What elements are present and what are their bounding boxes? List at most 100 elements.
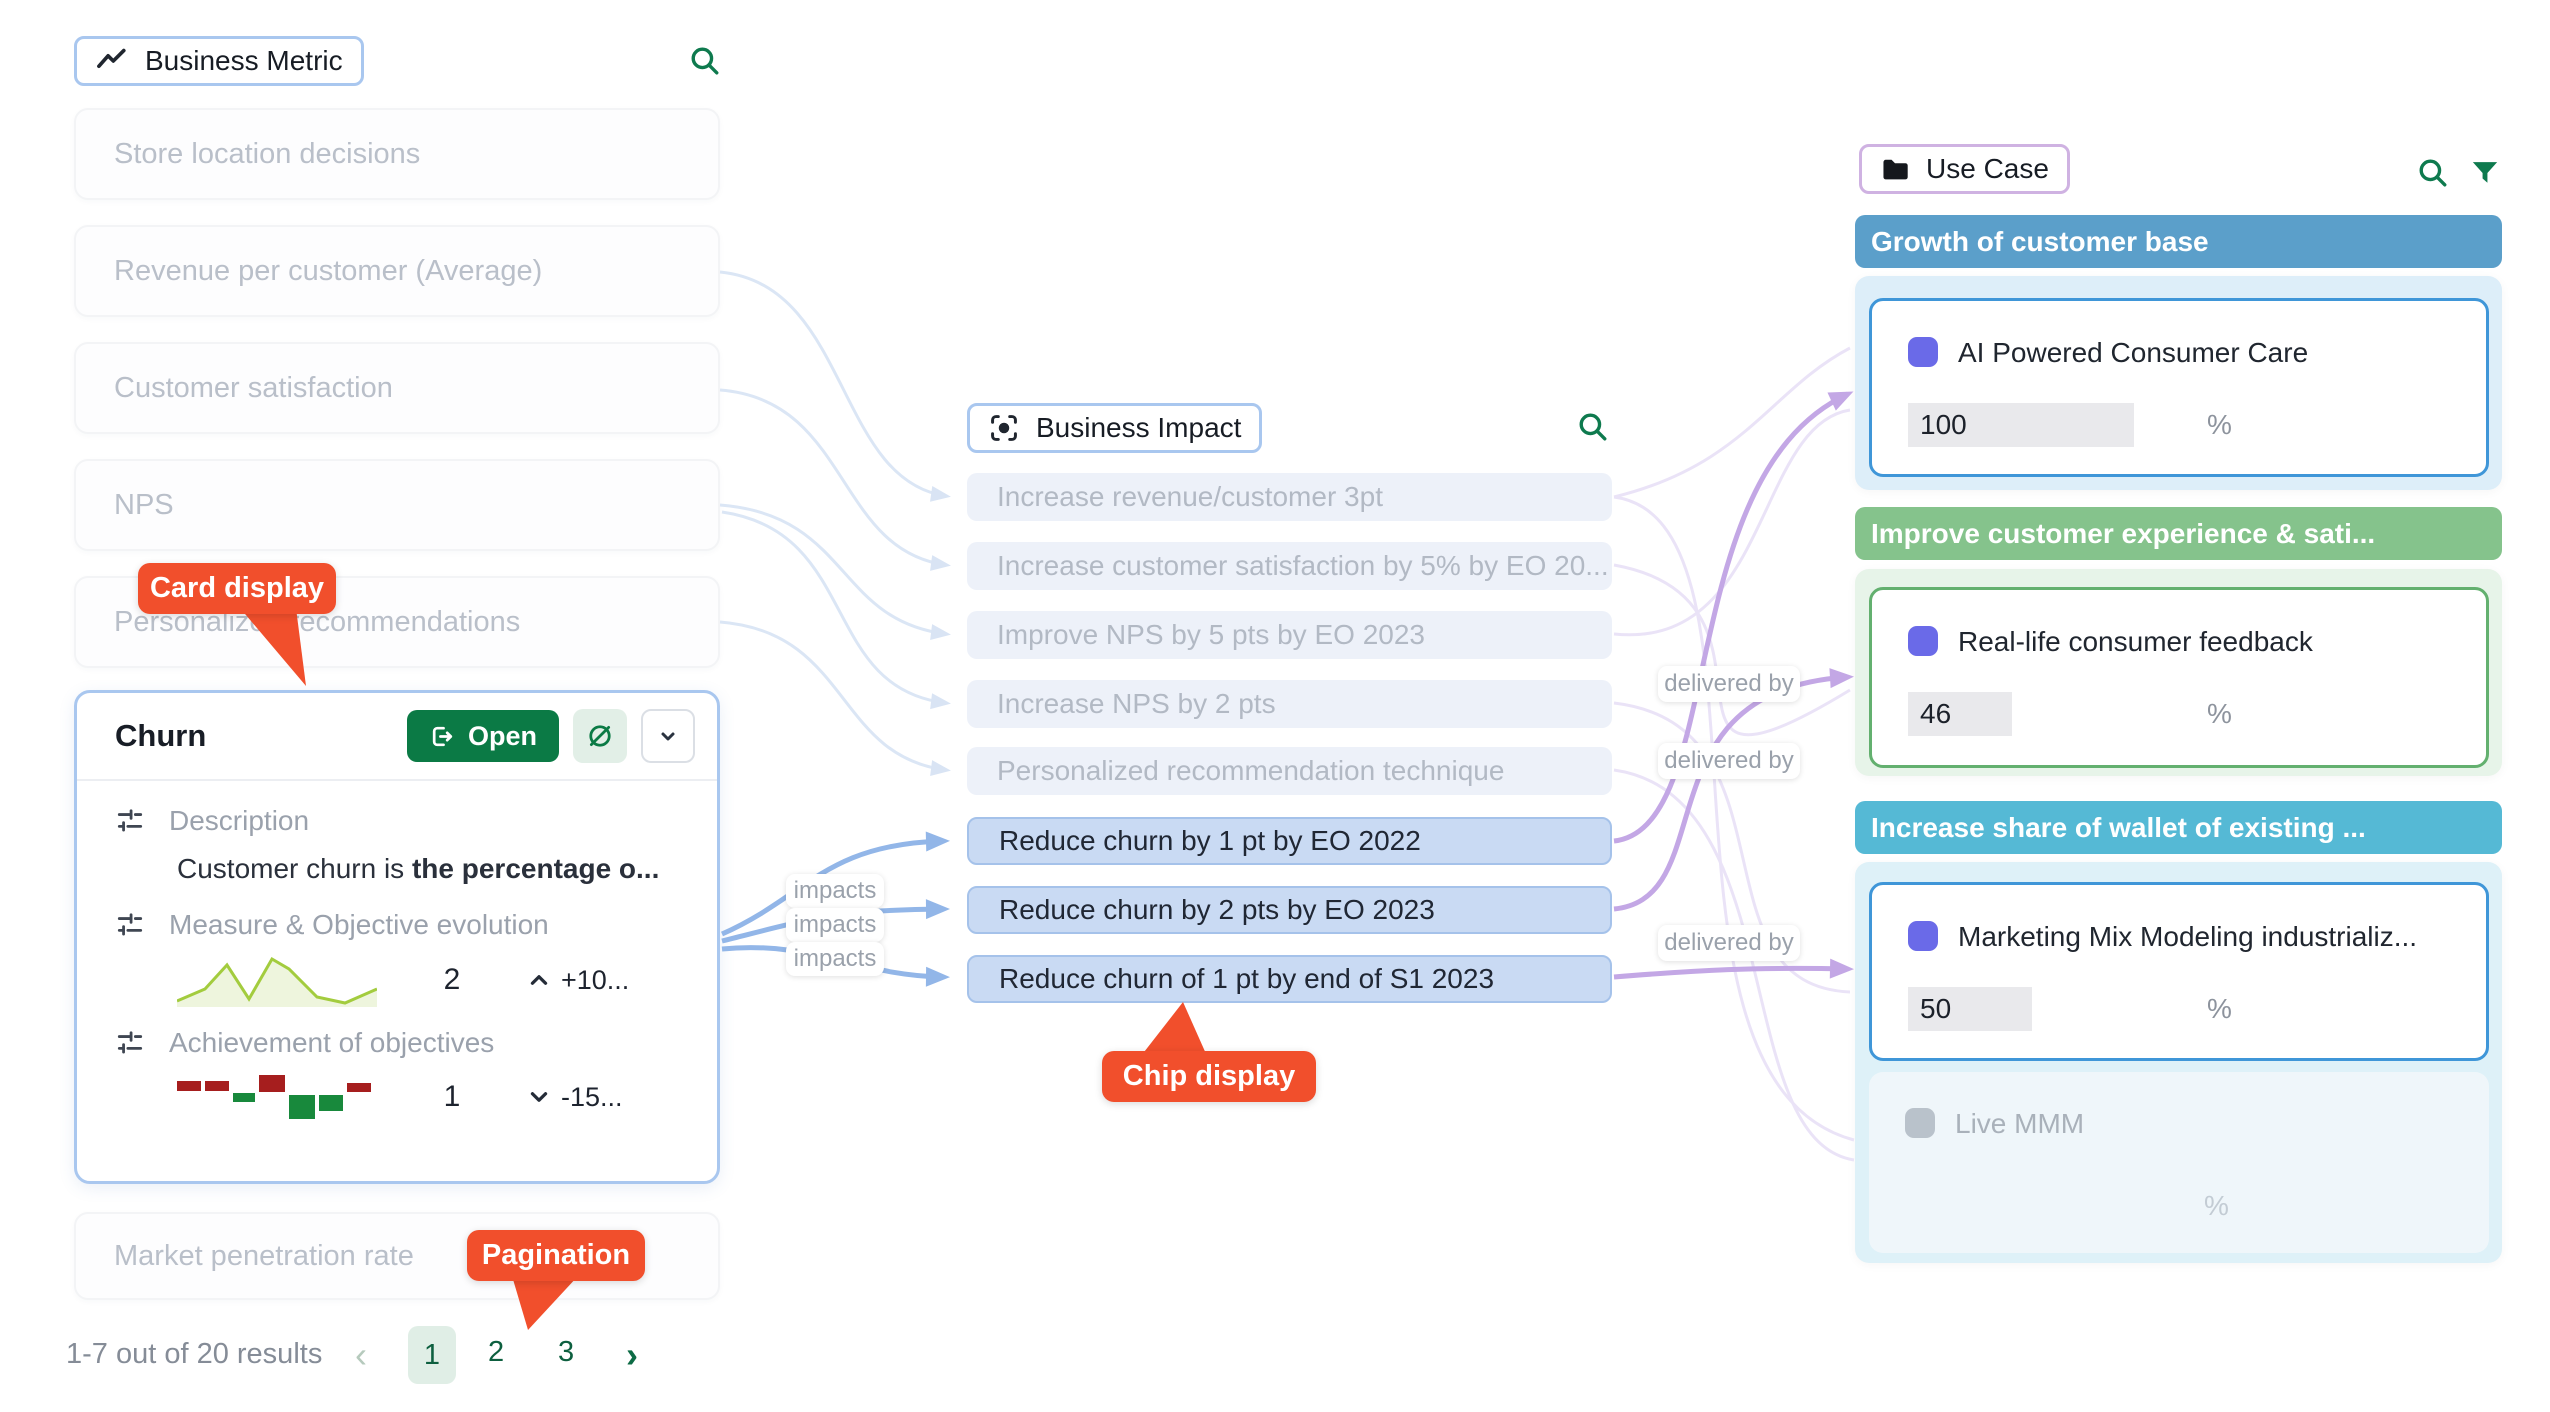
achievement-bar-chart [177, 1075, 371, 1119]
usecase-status-square [1908, 921, 1938, 951]
churn-card-header: Churn Open [77, 693, 717, 781]
business-metric-header[interactable]: Business Metric [74, 36, 364, 86]
measure-count: 2 [443, 963, 461, 996]
usecase-search-icon[interactable] [2416, 156, 2450, 190]
group-banner-label: Increase share of wallet of existing ... [1871, 811, 2366, 843]
usecase-group-banner[interactable]: Growth of customer base [1855, 215, 2502, 268]
impact-chip[interactable]: Improve NPS by 5 pts by EO 2023 [967, 611, 1612, 659]
usecase-status-square [1908, 337, 1938, 367]
sliders-icon [117, 913, 143, 936]
usecase-group-container: Marketing Mix Modeling industrializ... 5… [1855, 862, 2502, 1263]
impact-chip-label: Increase NPS by 2 pts [997, 688, 1276, 719]
results-summary: 1-7 out of 20 results [66, 1338, 323, 1370]
edge-label-delivered-by: delivered by [1658, 925, 1800, 961]
usecase-value-input[interactable]: 50 [1908, 987, 2032, 1031]
usecase-card[interactable]: Real-life consumer feedback 46 % [1869, 587, 2489, 768]
impact-chip-label: Reduce churn by 1 pt by EO 2022 [999, 825, 1421, 856]
business-impact-label: Business Impact [1036, 412, 1242, 443]
impact-chip-label: Reduce churn by 2 pts by EO 2023 [999, 894, 1435, 925]
impact-chip-selected[interactable]: Reduce churn by 1 pt by EO 2022 [967, 817, 1612, 865]
churn-metric-card[interactable]: Churn Open Description Customer churn is… [74, 690, 720, 1184]
group-banner-label: Improve customer experience & sati... [1871, 517, 2376, 549]
metric-search-icon[interactable] [688, 44, 722, 78]
measure-attribute-row: Measure & Objective evolution [77, 909, 717, 941]
metric-item-label: Store location decisions [114, 137, 421, 170]
description-value: Customer churn is the percentage o... [177, 853, 660, 884]
usecase-value-input[interactable]: 46 [1908, 692, 2012, 736]
metric-item[interactable]: Store location decisions [74, 108, 720, 200]
usecase-unit-label: % [2207, 409, 2232, 440]
chevron-up-icon [530, 975, 548, 985]
measure-label: Measure & Objective evolution [169, 909, 549, 940]
impact-chip[interactable]: Increase NPS by 2 pts [967, 680, 1612, 728]
metric-item[interactable]: Customer satisfaction [74, 342, 720, 434]
usecase-card-disabled[interactable]: Live MMM % [1869, 1072, 2489, 1253]
impact-chip-label: Increase revenue/customer 3pt [997, 481, 1383, 512]
edge-label-delivered-by: delivered by [1658, 743, 1800, 779]
achievement-count: 1 [443, 1080, 461, 1113]
description-label: Description [169, 805, 310, 836]
usecase-card[interactable]: AI Powered Consumer Care 100 % [1869, 298, 2489, 477]
achievement-label: Achievement of objectives [169, 1027, 495, 1058]
usecase-unit-label: % [2207, 993, 2232, 1024]
edge-label-delivered-by: delivered by [1658, 666, 1800, 702]
metric-item-label: NPS [114, 488, 174, 521]
usecase-value-input[interactable]: 100 [1908, 403, 2134, 447]
impact-chip-selected[interactable]: Reduce churn by 2 pts by EO 2023 [967, 886, 1612, 934]
next-page-arrow[interactable]: › [626, 1334, 638, 1375]
usecase-status-square [1908, 626, 1938, 656]
impact-chip[interactable]: Increase customer satisfaction by 5% by … [967, 542, 1612, 590]
trending-up-icon [97, 48, 126, 69]
evolution-sparkline-chart [177, 956, 377, 1007]
business-impact-header[interactable]: Business Impact [967, 403, 1263, 453]
metric-item-label: Customer satisfaction [114, 371, 393, 404]
achievement-delta: -15... [561, 1081, 623, 1112]
open-external-icon [432, 726, 453, 746]
focus-target-icon [991, 415, 1017, 441]
impact-chip-label: Personalized recommendation technique [997, 755, 1505, 786]
open-button-label: Open [467, 720, 537, 751]
page-button-2[interactable]: 2 [488, 1336, 505, 1368]
usecase-group-banner[interactable]: Improve customer experience & sati... [1855, 507, 2502, 560]
previous-page-arrow[interactable]: ‹ [355, 1334, 367, 1375]
metric-item-label: Revenue per customer (Average) [114, 254, 543, 287]
open-button[interactable]: Open [406, 710, 559, 762]
churn-card-title: Churn [115, 718, 207, 753]
page-button-1[interactable]: 1 [408, 1326, 456, 1384]
card-menu-button[interactable] [641, 709, 695, 763]
usecase-unit-label: % [2204, 1190, 2229, 1221]
usecase-card-title: AI Powered Consumer Care [1958, 337, 2309, 368]
use-case-label: Use Case [1926, 153, 2049, 184]
chevron-down-icon [661, 732, 675, 741]
usecase-card[interactable]: Marketing Mix Modeling industrializ... 5… [1869, 882, 2489, 1061]
use-case-header[interactable]: Use Case [1859, 144, 2070, 194]
usecase-group-banner[interactable]: Increase share of wallet of existing ... [1855, 801, 2502, 854]
usecase-group-container: AI Powered Consumer Care 100 % [1855, 276, 2502, 490]
callout-chip-display: Chip display [1102, 1051, 1316, 1102]
usecase-card-title: Live MMM [1955, 1108, 2085, 1139]
chevron-down-icon [530, 1092, 548, 1102]
measure-evolution-row: 2 +10... [177, 953, 677, 1007]
edge-label-impacts: impacts [786, 942, 884, 976]
impact-chip[interactable]: Personalized recommendation technique [967, 747, 1612, 795]
impact-search-icon[interactable] [1576, 410, 1610, 444]
metric-item[interactable]: NPS [74, 459, 720, 551]
group-banner-label: Growth of customer base [1871, 225, 2209, 257]
folder-icon [1883, 159, 1908, 180]
impact-chip-label: Increase customer satisfaction by 5% by … [997, 550, 1609, 581]
usecase-unit-label: % [2207, 698, 2232, 729]
hide-relationships-button[interactable] [573, 709, 627, 763]
usecase-group-container: Real-life consumer feedback 46 % [1855, 569, 2502, 776]
usecase-card-title: Real-life consumer feedback [1958, 626, 2313, 657]
metric-item[interactable]: Revenue per customer (Average) [74, 225, 720, 317]
callout-pagination: Pagination [467, 1230, 645, 1281]
impact-chip-label: Reduce churn of 1 pt by end of S1 2023 [999, 963, 1495, 994]
filter-icon[interactable] [2468, 156, 2502, 190]
impact-chip[interactable]: Increase revenue/customer 3pt [967, 473, 1612, 521]
business-metric-label: Business Metric [145, 45, 343, 76]
page-button-3[interactable]: 3 [558, 1336, 575, 1368]
description-attribute-row: Description [77, 805, 717, 837]
edge-label-impacts: impacts [786, 908, 884, 942]
impact-chip-selected[interactable]: Reduce churn of 1 pt by end of S1 2023 [967, 955, 1612, 1003]
